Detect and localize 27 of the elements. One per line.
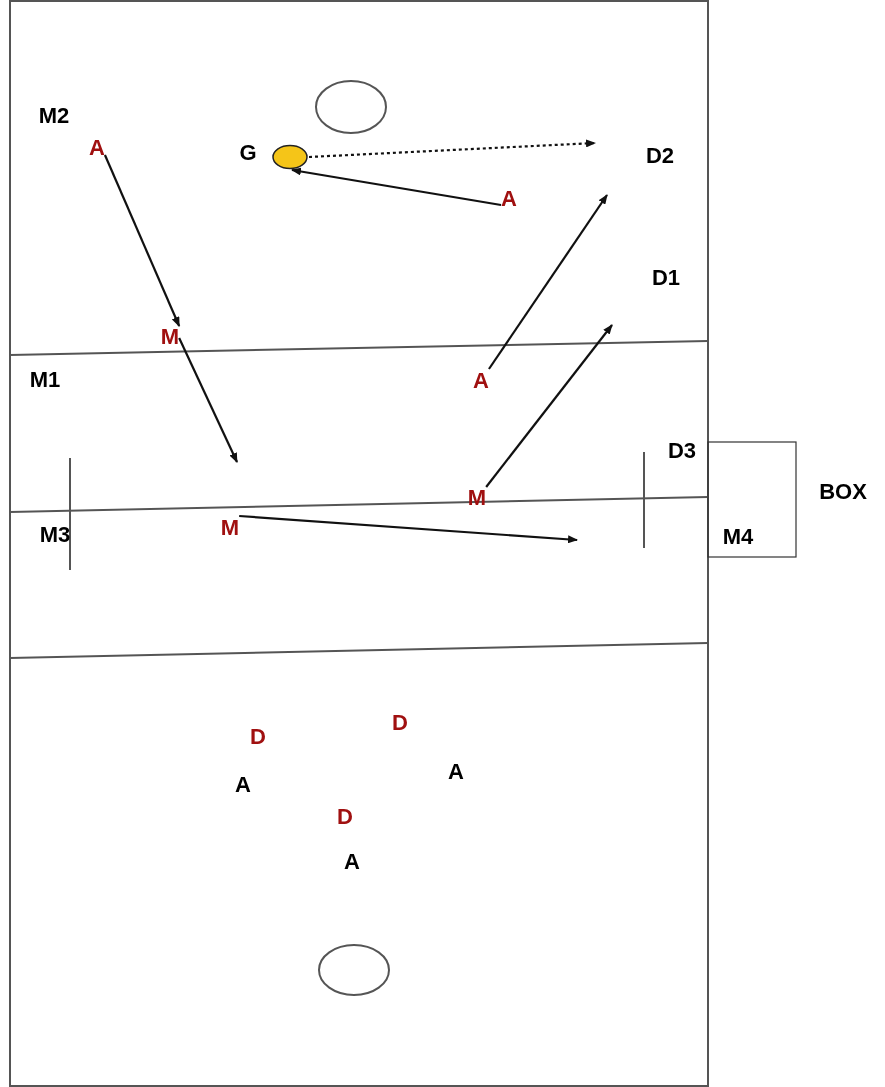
arrow: [488, 194, 608, 370]
arrow: [103, 154, 181, 327]
player-letter: A: [501, 187, 517, 211]
position-label: D3: [667, 439, 697, 463]
position-label: D1: [651, 266, 681, 290]
position-label: A: [448, 760, 464, 784]
position-label: A: [235, 773, 251, 797]
arrow: [239, 514, 578, 544]
player-letter: A: [473, 369, 489, 393]
position-label: M1: [29, 368, 61, 392]
position-label: M2: [38, 104, 70, 128]
player-letter: D: [250, 725, 266, 749]
position-label: D2: [645, 144, 675, 168]
player-letter: M: [220, 516, 240, 540]
player-letter: M: [160, 325, 180, 349]
arrow: [291, 167, 502, 207]
arrow: [178, 337, 238, 463]
position-label: M4: [722, 525, 754, 549]
player-letter: D: [392, 711, 408, 735]
position-label: BOX: [819, 480, 867, 504]
position-label: A: [344, 850, 360, 874]
pass-arrow: [308, 139, 596, 159]
ball-label: G: [239, 141, 257, 165]
player-letter: D: [337, 805, 353, 829]
player-letter: A: [89, 136, 105, 160]
arrow: [485, 324, 613, 488]
ball-icon: [271, 144, 309, 170]
